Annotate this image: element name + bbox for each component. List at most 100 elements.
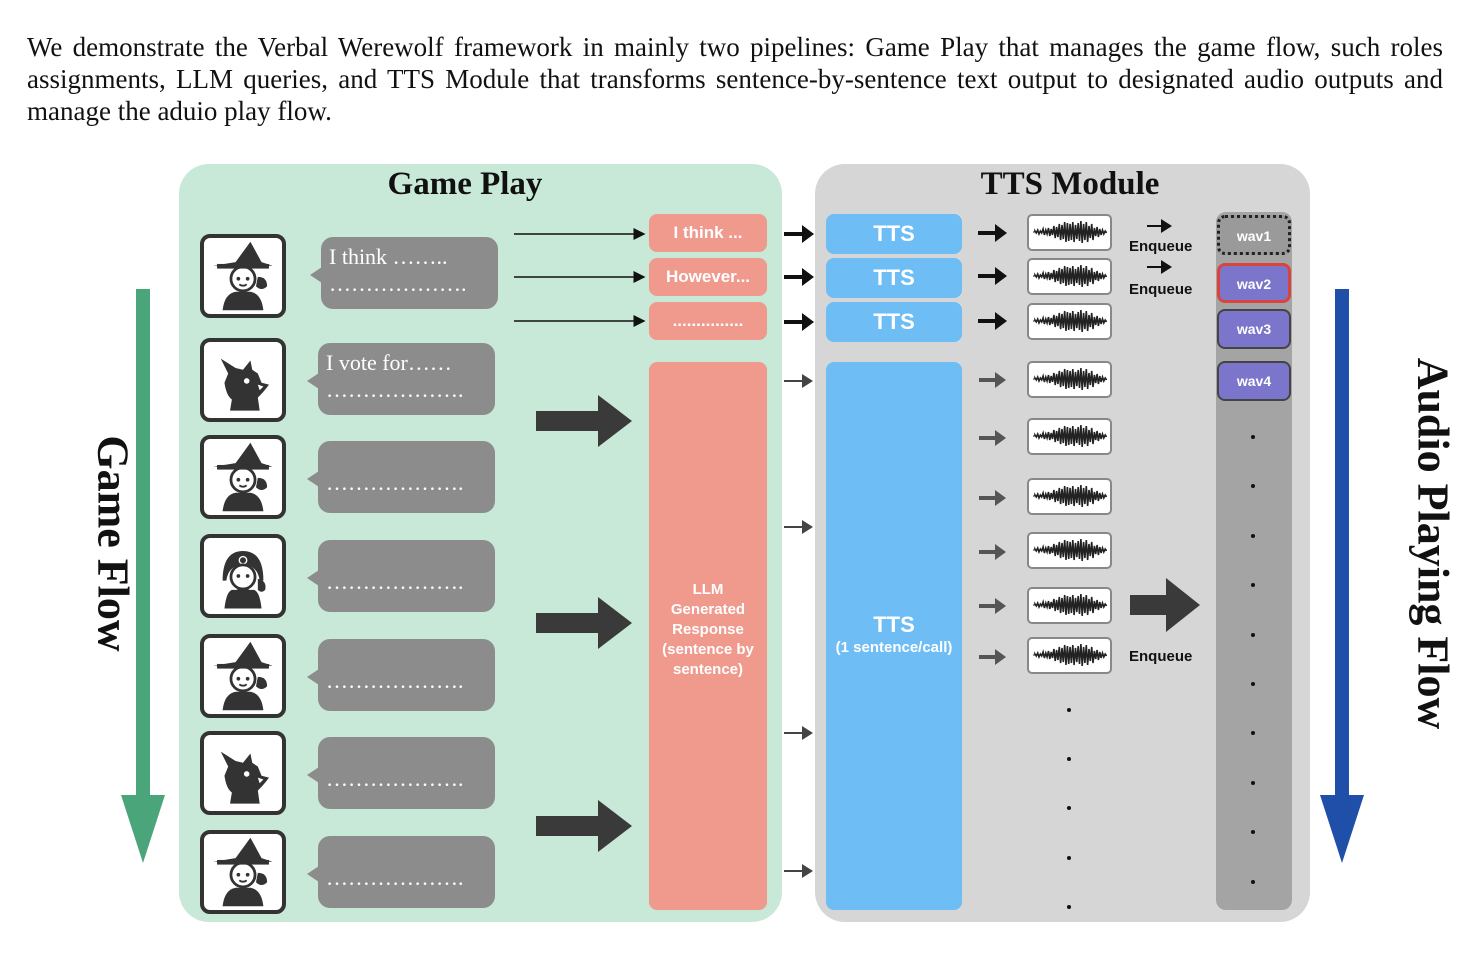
pink-to-tts-arrows bbox=[784, 225, 814, 878]
intro-paragraph: We demonstrate the Verbal Werewolf frame… bbox=[27, 32, 1443, 126]
sentence-box: However... bbox=[649, 258, 767, 296]
llm-line: Response bbox=[672, 621, 744, 638]
waveform-icon bbox=[1033, 484, 1108, 508]
sentence-box: ............... bbox=[649, 302, 767, 340]
audio-flow-arrow bbox=[1320, 289, 1364, 863]
speech-bubble: ………………. bbox=[307, 540, 495, 612]
speech-bubble: I vote for…… ………………. bbox=[307, 343, 495, 415]
sentence-box: I think ... bbox=[649, 214, 767, 252]
witch-player-icon-glyph bbox=[213, 837, 273, 907]
audio-waveform bbox=[1027, 587, 1112, 624]
queue-ellipsis-dot bbox=[1251, 830, 1255, 834]
tts-batch-sublabel: (1 sentence/call) bbox=[835, 639, 953, 656]
bubble-line: I think …….. bbox=[329, 244, 448, 269]
werewolf-icon-glyph bbox=[220, 358, 269, 411]
waveform-icon bbox=[1033, 424, 1108, 448]
bubble-line: ………………. bbox=[326, 865, 464, 890]
audio-flow-label: Audio Playing Flow bbox=[1408, 357, 1458, 730]
queue-ellipsis-dot bbox=[1251, 534, 1255, 538]
werewolf-icon bbox=[200, 338, 286, 422]
speech-bubble: ………………. bbox=[307, 836, 495, 908]
enqueue-label: Enqueue bbox=[1129, 281, 1193, 298]
queue-ellipsis-dot bbox=[1251, 633, 1255, 637]
ellipsis-dot bbox=[1067, 856, 1071, 860]
audio-waveform bbox=[1027, 361, 1112, 398]
waveform-icon bbox=[1033, 264, 1108, 288]
audio-waveform bbox=[1027, 478, 1112, 515]
audio-waveform bbox=[1027, 303, 1112, 340]
audio-waveform bbox=[1027, 532, 1112, 569]
werewolf-icon bbox=[200, 731, 286, 815]
werewolf-icon-glyph bbox=[220, 751, 269, 804]
bubble-line: ………………. bbox=[326, 668, 464, 693]
tts-batch-box: TTS (1 sentence/call) bbox=[826, 362, 962, 910]
queue-ellipsis-dot bbox=[1251, 731, 1255, 735]
queue-item-wav4: wav4 bbox=[1217, 361, 1291, 401]
bubble-line: ………………. bbox=[326, 766, 464, 791]
witch-player-icon bbox=[200, 234, 286, 318]
witch-player-icon bbox=[200, 634, 286, 718]
waveform-icon bbox=[1033, 538, 1108, 562]
queue-ellipsis-dot bbox=[1251, 583, 1255, 587]
bubble-line: ………………. bbox=[326, 377, 464, 402]
waveform-icon bbox=[1033, 643, 1108, 667]
sentence-split-arrows bbox=[514, 228, 646, 327]
waveform-icon bbox=[1033, 593, 1108, 617]
queue-item-wav2: wav2 bbox=[1217, 263, 1291, 303]
seer-icon-glyph bbox=[222, 550, 266, 609]
llm-line: LLM bbox=[692, 581, 724, 598]
waveform-icon bbox=[1033, 220, 1108, 244]
tts-box: TTS bbox=[826, 302, 962, 342]
witch-player-icon bbox=[200, 435, 286, 519]
queue-ellipsis-dot bbox=[1251, 682, 1255, 686]
ellipsis-dot bbox=[1067, 905, 1071, 909]
waveform-icon bbox=[1033, 309, 1108, 333]
audio-waveform bbox=[1027, 258, 1112, 295]
witch-player-icon-glyph bbox=[213, 641, 273, 711]
big-enqueue-arrow bbox=[1130, 578, 1200, 632]
queue-item-wav1: wav1 bbox=[1217, 215, 1291, 255]
bubble-line: ………………. bbox=[329, 271, 467, 296]
llm-response-box: LLM Generated Response (sentence by sent… bbox=[649, 362, 767, 910]
enqueue-arrows bbox=[1147, 219, 1172, 274]
queue-ellipsis-dot bbox=[1251, 484, 1255, 488]
ellipsis-dot bbox=[1067, 757, 1071, 761]
speech-bubble: ………………. bbox=[307, 639, 495, 711]
queue-ellipsis-dot bbox=[1251, 435, 1255, 439]
audio-waveform bbox=[1027, 418, 1112, 455]
game-flow-label: Game Flow bbox=[88, 435, 138, 652]
big-right-arrow bbox=[536, 597, 632, 649]
speech-bubble: I think …….. ………………. bbox=[310, 237, 498, 309]
witch-player-icon-glyph bbox=[213, 241, 273, 311]
witch-player-icon-glyph bbox=[213, 442, 273, 512]
queue-ellipsis-dot bbox=[1251, 880, 1255, 884]
witch-player-icon bbox=[200, 830, 286, 914]
tts-to-wave-arrows bbox=[978, 224, 1007, 665]
big-right-arrow bbox=[536, 800, 632, 852]
enqueue-label: Enqueue bbox=[1129, 238, 1193, 255]
bubble-line: ………………. bbox=[326, 470, 464, 495]
queue-ellipsis-dot bbox=[1251, 781, 1255, 785]
speech-bubble: ………………. bbox=[307, 737, 495, 809]
seer-icon bbox=[200, 534, 286, 618]
tts-module-title: TTS Module bbox=[980, 166, 1160, 202]
enqueue-label: Enqueue bbox=[1129, 648, 1193, 665]
queue-item-wav3: wav3 bbox=[1217, 309, 1291, 349]
ellipsis-dot bbox=[1067, 708, 1071, 712]
audio-waveform bbox=[1027, 637, 1112, 674]
llm-line: sentence) bbox=[672, 661, 744, 678]
tts-batch-label: TTS bbox=[873, 612, 915, 637]
game-play-title: Game Play bbox=[387, 166, 543, 202]
llm-line: Generated bbox=[670, 601, 746, 618]
big-right-arrow bbox=[536, 395, 632, 447]
ellipsis-dot bbox=[1067, 806, 1071, 810]
tts-box: TTS bbox=[826, 258, 962, 298]
waveform-icon bbox=[1033, 367, 1108, 391]
bubble-line: I vote for…… bbox=[326, 350, 452, 375]
llm-line: (sentence by bbox=[662, 641, 754, 658]
bubble-line: ………………. bbox=[326, 569, 464, 594]
audio-waveform bbox=[1027, 214, 1112, 251]
game-flow-arrow bbox=[121, 289, 165, 863]
speech-bubble: ………………. bbox=[307, 441, 495, 513]
tts-box: TTS bbox=[826, 214, 962, 254]
